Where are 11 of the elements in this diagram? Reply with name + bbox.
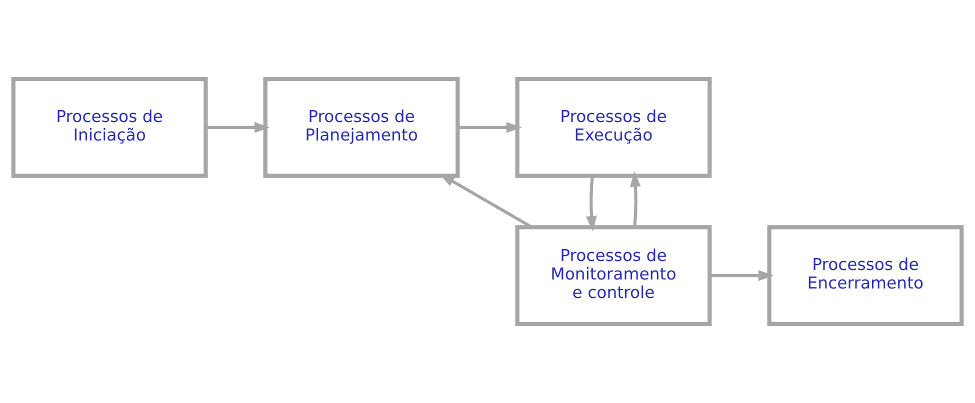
node-box: Processos de Planejamento: [263, 77, 460, 178]
node-box: Processos de Monitoramento e controle: [515, 225, 712, 326]
arrow: [710, 270, 774, 281]
node-box: Processos de Execução: [515, 77, 712, 178]
node-box: Processos de Encerramento: [767, 225, 964, 326]
arrow: [630, 171, 641, 227]
arrow: [439, 174, 532, 228]
arrow: [586, 176, 597, 232]
arrow: [206, 122, 270, 133]
node-box: Processos de Iniciação: [11, 77, 208, 178]
arrow: [458, 122, 522, 133]
